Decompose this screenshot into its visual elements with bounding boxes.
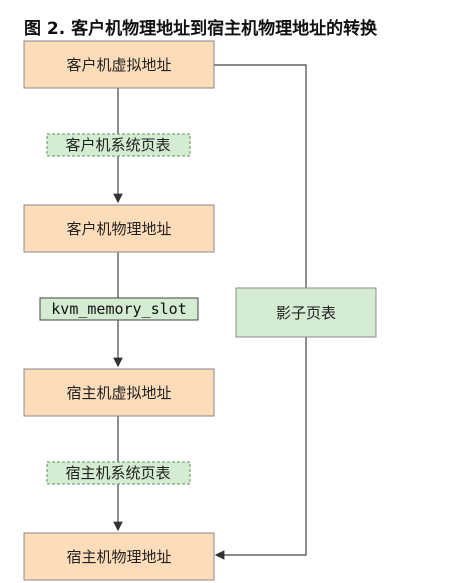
guest-virtual-address-box: 客户机虚拟地址 xyxy=(23,40,215,89)
figure-title: 图 2. 客户机物理地址到宿主机物理地址的转换 xyxy=(24,19,378,39)
guest-physical-address-label: 客户机物理地址 xyxy=(66,220,171,238)
host-physical-address-box: 宿主机物理地址 xyxy=(23,532,215,581)
arrow-shadow-to-host-physical xyxy=(214,337,307,560)
connector-guest-virtual-to-shadow xyxy=(214,64,307,288)
shadow-page-table-label: 影子页表 xyxy=(276,304,336,322)
host-physical-address-label: 宿主机物理地址 xyxy=(66,548,171,566)
kvm-memory-slot-box: kvm_memory_slot xyxy=(39,297,199,321)
host-page-table-box: 宿主机系统页表 xyxy=(46,461,191,485)
shadow-page-table-box: 影子页表 xyxy=(235,287,377,338)
host-virtual-address-label: 宿主机虚拟地址 xyxy=(66,384,171,402)
host-page-table-label: 宿主机系统页表 xyxy=(65,464,170,482)
guest-virtual-address-label: 客户机虚拟地址 xyxy=(66,56,171,74)
guest-page-table-label: 客户机系统页表 xyxy=(65,136,170,154)
guest-page-table-box: 客户机系统页表 xyxy=(46,133,191,157)
guest-physical-address-box: 客户机物理地址 xyxy=(23,204,215,253)
kvm-memory-slot-label: kvm_memory_slot xyxy=(51,300,186,318)
host-virtual-address-box: 宿主机虚拟地址 xyxy=(23,368,215,417)
